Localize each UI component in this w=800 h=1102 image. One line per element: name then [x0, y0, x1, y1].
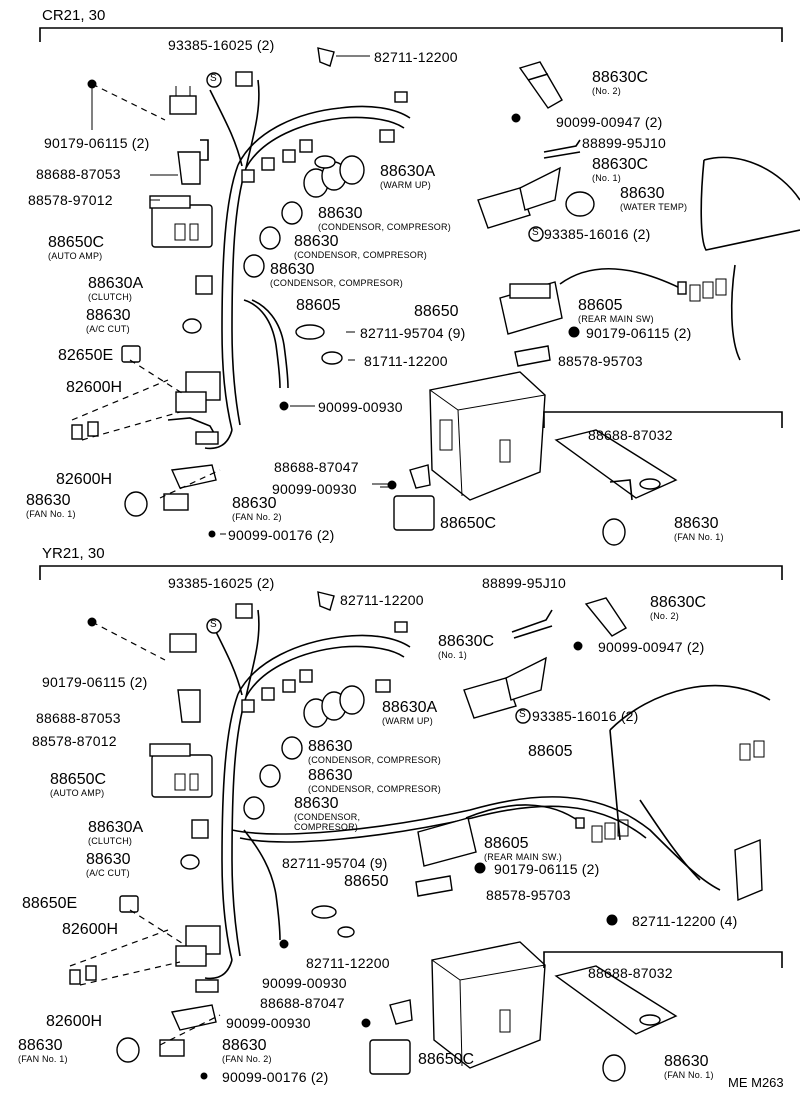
label-b-88630-fan-no1-right: 88630(FAN No. 1)	[664, 1053, 714, 1080]
label-b-82600h-a: 82600H	[62, 921, 119, 938]
label-88630-fan-no2: 88630(FAN No. 2)	[232, 495, 282, 522]
label-82600h-a: 82600H	[66, 379, 123, 396]
label-b-88630a-clutch: 88630A(CLUTCH)	[88, 819, 144, 846]
heater-box-top	[429, 371, 546, 501]
marker-s-1: S	[210, 73, 217, 84]
label-88605-rear-main-sw: 88605(REAR MAIN SW)	[578, 297, 654, 324]
label-88605: 88605	[296, 297, 341, 314]
label-b-88630c-no1: 88630C(No. 1)	[438, 633, 495, 660]
label-88630-cond-2: 88630(CONDENSOR, COMPRESOR)	[294, 233, 427, 260]
section-title-top: CR21, 30	[42, 7, 106, 24]
label-b-88899-95j10: 88899-95J10	[482, 575, 566, 591]
label-b-90099-00176: 90099-00176 (2)	[222, 1069, 329, 1085]
label-b-88630-cond-2: 88630(CONDENSOR, COMPRESOR)	[308, 767, 441, 794]
label-88630-water-temp: 88630(WATER TEMP)	[620, 185, 688, 212]
label-b-88630c-no2: 88630C(No. 2)	[650, 594, 707, 621]
label-82711-95704: 82711-95704 (9)	[360, 325, 466, 341]
label-b-88650: 88650	[344, 873, 389, 890]
label-93385-16025: 93385-16025 (2)	[168, 37, 275, 53]
label-90099-00930: 90099-00930	[318, 399, 403, 415]
label-88650c-b: 88650C	[440, 515, 497, 532]
heater-box-bottom	[431, 941, 546, 1069]
label-b-82711-95704: 82711-95704 (9)	[282, 855, 388, 871]
label-88630a-warm-up: 88630A(WARM UP)	[380, 163, 436, 190]
label-88630-fan-no1: 88630(FAN No. 1)	[26, 492, 76, 519]
label-88630a-clutch: 88630A(CLUTCH)	[88, 275, 144, 302]
label-b-93385-16016: 93385-16016 (2)	[532, 708, 639, 724]
label-b-88650e: 88650E	[22, 895, 78, 912]
label-b-88630-cond-1: 88630(CONDENSOR, COMPRESOR)	[308, 738, 441, 765]
warm-up-relays	[303, 155, 365, 198]
label-90179-06115-right: 90179-06115 (2)	[586, 325, 692, 341]
label-88630-cond-3: 88630(CONDENSOR, COMPRESOR)	[270, 261, 403, 288]
label-88688-87032: 88688-87032	[588, 427, 673, 443]
label-88630c-no1: 88630C(No. 1)	[592, 156, 649, 183]
diagram-reference-code: ME M263	[728, 1075, 784, 1090]
label-b-90099-00930-b: 90099-00930	[226, 1015, 311, 1031]
label-88578-95703: 88578-95703	[558, 353, 643, 369]
label-88578-97012: 88578-97012	[28, 192, 113, 208]
bottom-harness	[69, 591, 783, 1082]
label-81711-12200: 81711-12200	[364, 353, 448, 369]
label-88650c-auto-amp: 88650C(AUTO AMP)	[48, 234, 105, 261]
marker-s-3: S	[210, 619, 217, 630]
label-b-90179-06115-left: 90179-06115 (2)	[42, 674, 148, 690]
label-b-88688-87053: 88688-87053	[36, 710, 121, 726]
label-b-90099-00930: 90099-00930	[262, 975, 347, 991]
top-harness	[71, 47, 800, 546]
label-82711-12200: 82711-12200	[374, 49, 458, 65]
label-90099-00947: 90099-00947 (2)	[556, 114, 663, 130]
label-82600h-b: 82600H	[56, 471, 113, 488]
marker-s-4: S	[519, 709, 526, 720]
label-b-82600h-b: 82600H	[46, 1013, 103, 1030]
label-88630-cond-1: 88630(CONDENSOR, COMPRESOR)	[318, 205, 451, 232]
label-88688-87053: 88688-87053	[36, 166, 121, 182]
label-93385-16016: 93385-16016 (2)	[544, 226, 651, 242]
label-82650e: 82650E	[58, 347, 114, 364]
label-88630c-no2: 88630C(No. 2)	[592, 69, 649, 96]
label-88688-87047: 88688-87047	[274, 459, 359, 475]
label-b-88630-fan-no1: 88630(FAN No. 1)	[18, 1037, 68, 1064]
label-b-82711-12200: 82711-12200	[340, 592, 424, 608]
label-90099-00930-b: 90099-00930	[272, 481, 357, 497]
label-b-88650c-b: 88650C	[418, 1051, 475, 1068]
label-b-88630-ac-cut: 88630(A/C CUT)	[86, 851, 131, 878]
label-b-88688-87047: 88688-87047	[260, 995, 345, 1011]
label-b-88578-87012: 88578-87012	[32, 733, 117, 749]
label-b-88650c-auto-amp: 88650C(AUTO AMP)	[50, 771, 107, 798]
label-b-82711-12200-b: 82711-12200	[306, 955, 390, 971]
label-b-88630-cond-3: 88630(CONDENSOR,COMPRESOR)	[294, 795, 361, 832]
label-b-88605: 88605	[528, 743, 573, 760]
label-b-88630a-warm-up: 88630A(WARM UP)	[382, 699, 438, 726]
label-b-90179-06115-right: 90179-06115 (2)	[494, 861, 600, 877]
label-b-88578-95703: 88578-95703	[486, 887, 571, 903]
section-bottom-bracket	[39, 565, 783, 580]
section-title-bottom: YR21, 30	[42, 545, 105, 562]
label-b-88630-fan-no2: 88630(FAN No. 2)	[222, 1037, 272, 1064]
label-b-88605-rear-main-sw: 88605(REAR MAIN SW.)	[484, 835, 563, 862]
label-88650: 88650	[414, 303, 459, 320]
label-88630-fan-no1-right: 88630(FAN No. 1)	[674, 515, 724, 542]
label-b-82711-12200-right: 82711-12200 (4)	[632, 913, 738, 929]
label-90099-00176: 90099-00176 (2)	[228, 527, 335, 543]
label-b-90099-00947: 90099-00947 (2)	[598, 639, 705, 655]
label-90179-06115-left: 90179-06115 (2)	[44, 135, 150, 151]
label-b-88688-87032: 88688-87032	[588, 965, 673, 981]
label-88630-ac-cut: 88630(A/C CUT)	[86, 307, 131, 334]
section-top-bracket	[39, 27, 783, 42]
label-88899-95j10: 88899-95J10	[582, 135, 666, 151]
marker-s-2: S	[532, 227, 539, 238]
label-b-93385-16025: 93385-16025 (2)	[168, 575, 275, 591]
